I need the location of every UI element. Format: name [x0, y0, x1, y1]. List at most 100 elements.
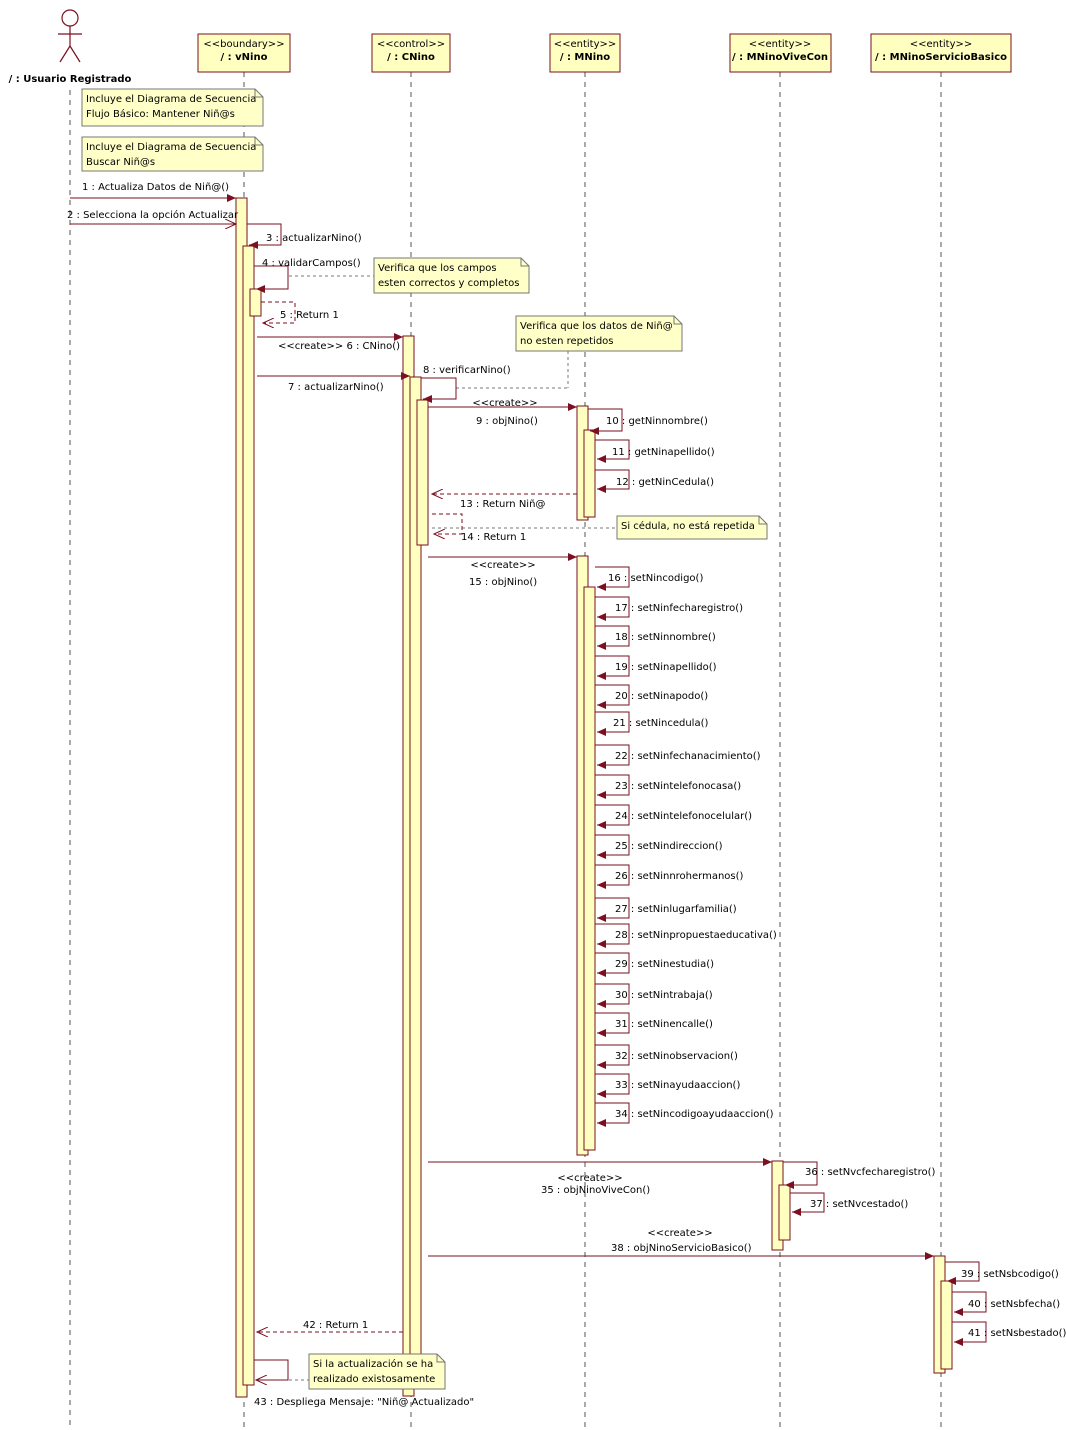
self-message-arrow: [945, 1261, 980, 1285]
message-label: 23 : setNintelefonocasa(): [615, 781, 741, 792]
actor-name: / : Usuario Registrado: [9, 74, 132, 85]
message-label: 20 : setNinapodo(): [615, 691, 708, 702]
note-text: Si la actualización se ha: [313, 1358, 433, 1370]
note-text: Si cédula, no está repetida: [621, 520, 755, 532]
message-label: 11 : getNinapellido(): [612, 447, 715, 458]
self-message-arrow: [595, 983, 630, 1008]
note-box: [308, 1353, 446, 1390]
self-message-arrow: [595, 439, 630, 463]
message-label: 32 : setNinobservacion(): [615, 1051, 738, 1062]
note-text: Buscar Niñ@s: [86, 157, 155, 168]
message-stereotype: <<create>>: [472, 398, 537, 409]
lifeline-head: [197, 33, 291, 73]
lifeline-name: / : MNino: [560, 52, 610, 63]
self-message-arrow: [595, 596, 630, 621]
note-text: Verifica que los datos de Niñ@: [520, 321, 673, 332]
message-label: 1 : Actualiza Datos de Niñ@(): [82, 182, 229, 193]
activation-bar: [583, 429, 596, 518]
self-message-arrow: [595, 897, 630, 922]
message-stereotype: <<create>>: [557, 1173, 622, 1184]
message-label: 37 : setNvcestado(): [810, 1199, 908, 1210]
self-message-arrow: [595, 952, 630, 977]
message-label: 27 : setNinlugarfamilia(): [615, 904, 737, 915]
message-label: 10 : getNinnombre(): [606, 416, 708, 427]
note-fold: [254, 137, 263, 146]
lifeline-name: / : vNino: [221, 52, 268, 63]
lifeline-stereotype: <<entity>>: [749, 39, 812, 50]
self-message-arrow: [595, 834, 630, 859]
self-message-arrow: [595, 774, 630, 799]
self-message-arrow: [595, 655, 630, 680]
message-label: 42 : Return 1: [303, 1320, 368, 1331]
self-message-arrow: [254, 1359, 289, 1380]
message-label: 7 : actualizarNino(): [288, 382, 384, 393]
lifeline-name: / : MNinoViveCon: [732, 52, 828, 63]
self-message-arrow: [595, 469, 630, 493]
message-label: 19 : setNinapellido(): [615, 662, 717, 673]
message-label: 5 : Return 1: [280, 310, 339, 321]
message-stereotype: <<create>>: [470, 560, 535, 571]
note-fold: [436, 1354, 445, 1363]
note-text: realizado existosamente: [313, 1374, 435, 1385]
self-message-arrow: [421, 377, 457, 403]
message-label: 8 : verificarNino(): [423, 365, 511, 376]
message-label: 17 : setNinfecharegistro(): [615, 603, 743, 614]
message-label: 3 : actualizarNino(): [266, 233, 362, 244]
lifeline-head: [371, 33, 451, 73]
activation-bar: [940, 1280, 953, 1370]
self-message-arrow: [588, 408, 623, 435]
activation-bar: [778, 1184, 791, 1241]
message-label: 22 : setNinfechanacimiento(): [615, 751, 761, 762]
message-label: 2 : Selecciona la opción Actualizar: [67, 209, 239, 221]
message-label: 15 : objNino(): [469, 577, 537, 588]
return-arrow: [432, 513, 463, 534]
lifeline-stereotype: <<boundary>>: [203, 39, 284, 50]
note-text: Incluye el Diagrama de Secuencia: [86, 142, 256, 153]
self-message-arrow: [595, 1012, 630, 1037]
lifeline-name: / : CNino: [387, 52, 435, 63]
message-label: 12 : getNinCedula(): [616, 477, 714, 488]
message-label: 18 : setNinnombre(): [615, 632, 716, 643]
message-label: 43 : Despliega Mensaje: "Niñ@ Actualizad…: [254, 1397, 474, 1408]
actor-leg-left: [59, 45, 71, 63]
note-fold: [673, 316, 682, 325]
self-message-arrow: [595, 804, 630, 829]
message-label: 4 : validarCampos(): [262, 258, 361, 269]
message-label: 36 : setNvcfecharegistro(): [805, 1167, 935, 1178]
message-label: 26 : setNinnrohermanos(): [615, 871, 744, 882]
message-label: 28 : setNinpropuestaeducativa(): [615, 930, 777, 941]
self-message-arrow: [783, 1161, 818, 1189]
activation-bar: [416, 399, 429, 546]
message-label: 9 : objNino(): [476, 416, 538, 427]
self-message-arrow: [595, 744, 630, 769]
note-box: [515, 315, 683, 352]
note-box: [81, 136, 264, 172]
self-message-arrow: [595, 684, 630, 709]
note-text: Incluye el Diagrama de Secuencia: [86, 94, 256, 105]
message-label: 40 : setNsbfecha(): [968, 1299, 1060, 1310]
self-message-arrow: [595, 566, 630, 591]
note-text: no esten repetidos: [520, 336, 614, 347]
note-fold: [254, 89, 263, 98]
note-box: [81, 88, 264, 127]
lifeline-stereotype: <<entity>>: [554, 39, 617, 50]
message-label: 38 : objNinoServicioBasico(): [611, 1243, 752, 1254]
note-fold: [520, 258, 529, 267]
self-message-arrow: [595, 1044, 630, 1069]
message-label: 34 : setNincodigoayudaaccion(): [615, 1109, 774, 1120]
lifeline-name: / : MNinoServicioBasico: [875, 52, 1007, 63]
note-fold: [758, 516, 767, 525]
note-box: [373, 257, 530, 294]
self-message-arrow: [247, 223, 282, 249]
self-message-arrow: [595, 1102, 630, 1127]
message-label: 30 : setNintrabaja(): [615, 990, 713, 1001]
self-message-arrow: [595, 711, 630, 736]
lifeline-head: [549, 33, 621, 73]
self-message-arrow: [952, 1291, 987, 1316]
activation-bar: [249, 288, 262, 317]
self-message-arrow: [254, 265, 289, 293]
message-label: 31 : setNinencalle(): [615, 1019, 713, 1030]
self-message-arrow: [595, 1073, 630, 1098]
message-label: 39 : setNsbcodigo(): [961, 1269, 1059, 1280]
